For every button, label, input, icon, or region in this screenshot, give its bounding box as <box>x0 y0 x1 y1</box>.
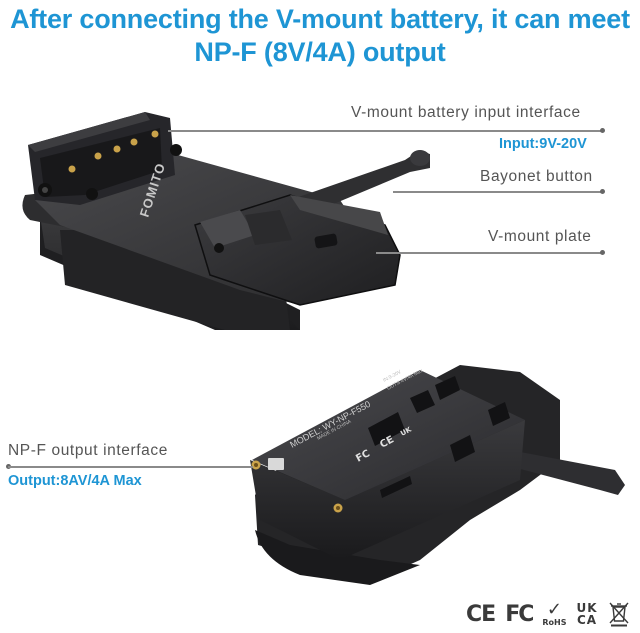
callout-vmount-plate-leader <box>376 252 602 254</box>
weee-bin-icon <box>609 602 629 627</box>
headline-line-2: NP-F (8V/4A) output <box>194 37 446 67</box>
callout-input-spec: Input:9V-20V <box>499 136 587 152</box>
callout-bayonet-button-label: Bayonet button <box>480 168 593 185</box>
headline-line-1: After connecting the V-mount battery, it… <box>10 4 630 34</box>
callout-bayonet-button-leader <box>393 191 602 193</box>
callout-output-interface-label: NP-F output interface <box>8 442 168 459</box>
callout-vmount-plate-dot <box>600 250 605 255</box>
callout-vmount-plate-label: V-mount plate <box>488 228 592 245</box>
ukca-mark-icon: UK CA <box>576 601 598 627</box>
fcc-mark-icon: FC <box>505 601 534 627</box>
callout-bayonet-button-dot <box>600 189 605 194</box>
callout-output-spec: Output:8AV/4A Max <box>8 473 142 489</box>
callout-output-interface-leader <box>8 466 253 468</box>
rohs-mark-icon: ✓ RoHS <box>542 598 567 627</box>
callout-input-interface-leader <box>168 130 602 132</box>
callout-input-interface-dot <box>600 128 605 133</box>
ce-mark-icon: CE <box>466 601 496 627</box>
certification-marks: CE FC ✓ RoHS UK CA <box>466 598 630 627</box>
npf-battery-bottom-view: MODEL: WY-NP-F550 MADE IN CHINA IN:9-20V… <box>250 365 625 585</box>
vmount-adapter-top-view: FOMITO <box>22 112 430 330</box>
callout-input-interface-label: V-mount battery input interface <box>351 104 581 121</box>
